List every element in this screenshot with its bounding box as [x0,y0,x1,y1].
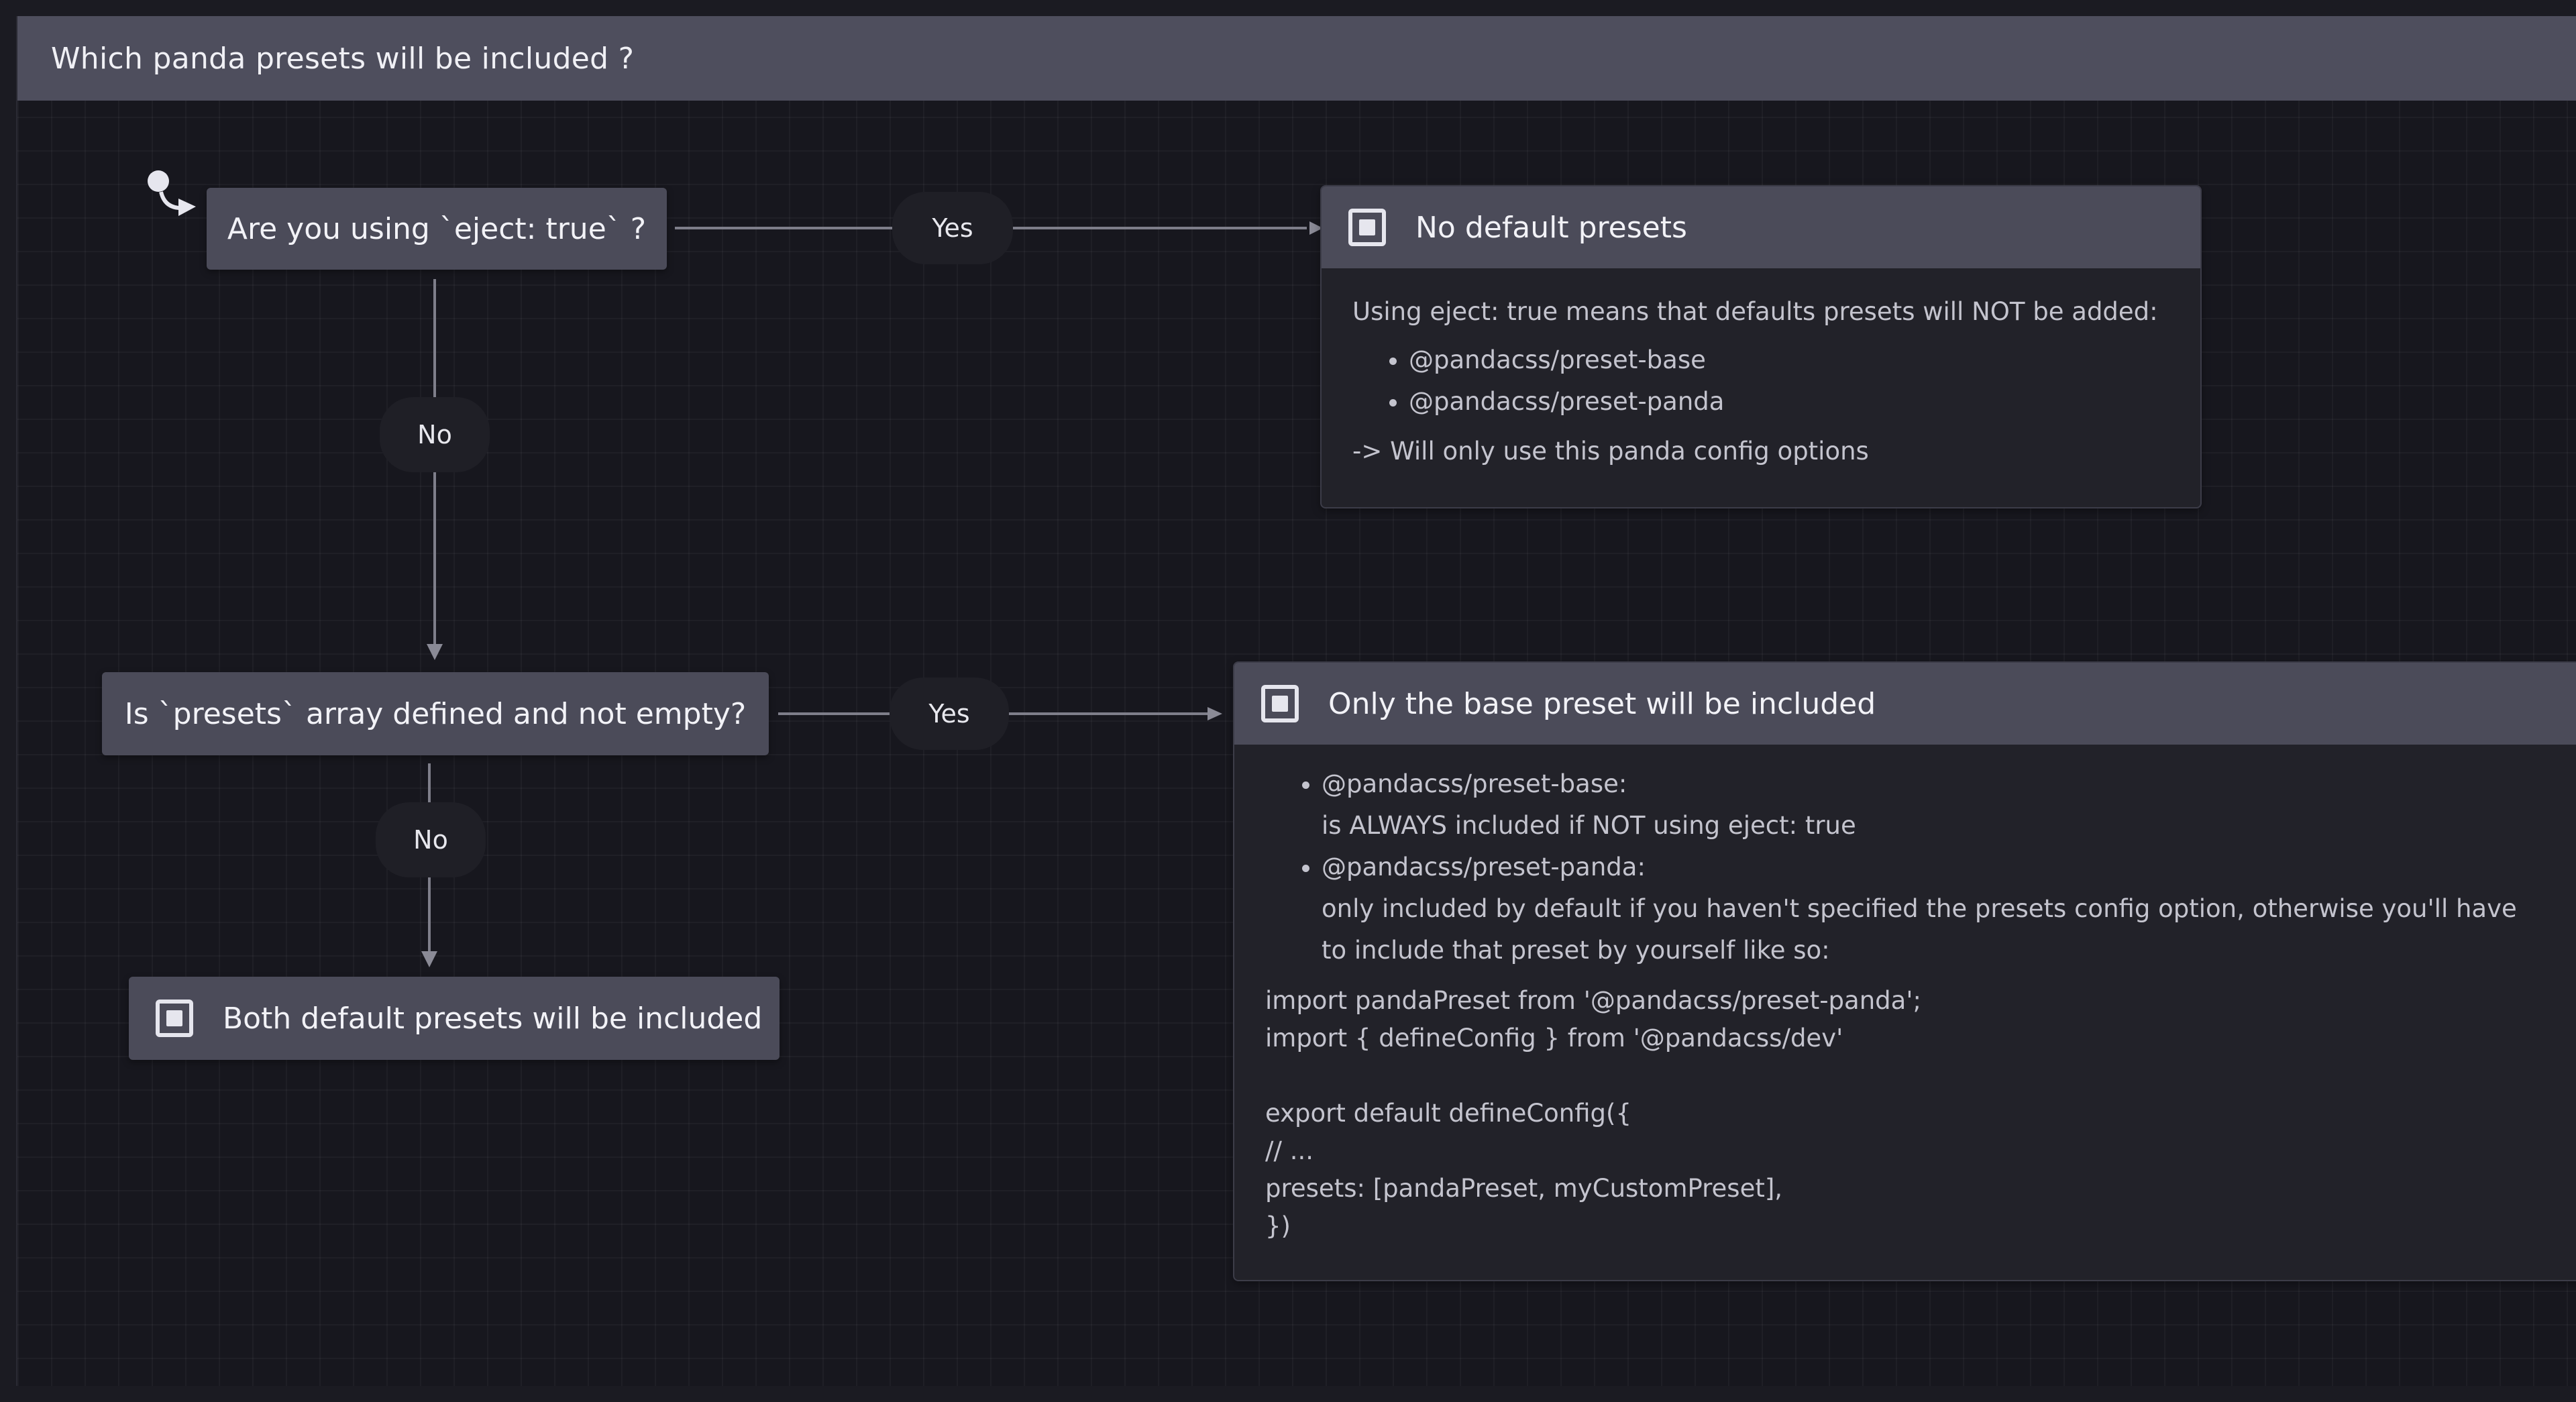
state-description: Using eject: true means that defaults pr… [1322,268,2200,495]
final-state-icon [156,1000,193,1037]
list-item: @pandacss/preset-base: is ALWAYS include… [1322,763,2533,847]
code-line: import pandaPreset from '@pandacss/prese… [1265,986,1921,1015]
preset-list: @pandacss/preset-base @pandacss/preset-p… [1352,339,2169,423]
list-item: @pandacss/preset-panda: only included by… [1322,847,2533,971]
code-line: // ... [1265,1136,1313,1165]
code-line: }) [1265,1211,1291,1240]
code-line: import { defineConfig } from '@pandacss/… [1265,1024,1843,1053]
state-label: Are you using `eject: true` ? [227,211,647,246]
state-header: Only the base preset will be included [1234,663,2576,745]
preset-detail: only included by default if you haven't … [1322,894,2517,965]
state-base-only[interactable]: Only the base preset will be included @p… [1233,661,2576,1281]
edge-label-presets-no[interactable]: No [376,802,486,877]
machine-header: Which panda presets will be included ? [17,16,2576,101]
machine-title: Which panda presets will be included ? [51,41,635,76]
list-item: @pandacss/preset-panda [1409,381,2169,423]
edge-label-eject-no[interactable]: No [380,397,490,472]
final-state-icon [1261,685,1299,722]
preset-detail: is ALWAYS included if NOT using eject: t… [1322,811,1856,840]
code-example: import pandaPreset from '@pandacss/prese… [1265,982,2533,1245]
state-no-defaults[interactable]: No default presets Using eject: true mea… [1320,185,2202,508]
preset-list: @pandacss/preset-base: is ALWAYS include… [1265,763,2533,971]
description-text: Using eject: true means that defaults pr… [1352,297,2158,326]
state-eject-check[interactable]: Are you using `eject: true` ? [207,188,667,270]
state-title: No default presets [1415,210,1687,245]
edge-label-eject-yes[interactable]: Yes [892,192,1013,264]
state-title: Only the base preset will be included [1328,686,1876,721]
preset-name: @pandacss/preset-base: [1322,769,1627,798]
footer-text: -> Will only use this panda config optio… [1352,437,1869,466]
final-state-icon [1348,209,1386,246]
code-line: export default defineConfig({ [1265,1099,1632,1128]
state-presets-check[interactable]: Is `presets` array defined and not empty… [102,672,769,755]
state-both-defaults[interactable]: Both default presets will be included [129,977,780,1060]
state-label: Is `presets` array defined and not empty… [124,696,747,731]
state-label: Both default presets will be included [223,1001,763,1036]
edge-label-presets-yes[interactable]: Yes [890,678,1009,750]
state-header: No default presets [1322,186,2200,268]
list-item: @pandacss/preset-base [1409,339,2169,381]
preset-name: @pandacss/preset-panda: [1322,853,1646,881]
code-line: presets: [pandaPreset, myCustomPreset], [1265,1174,1783,1203]
state-description: @pandacss/preset-base: is ALWAYS include… [1234,745,2576,1268]
